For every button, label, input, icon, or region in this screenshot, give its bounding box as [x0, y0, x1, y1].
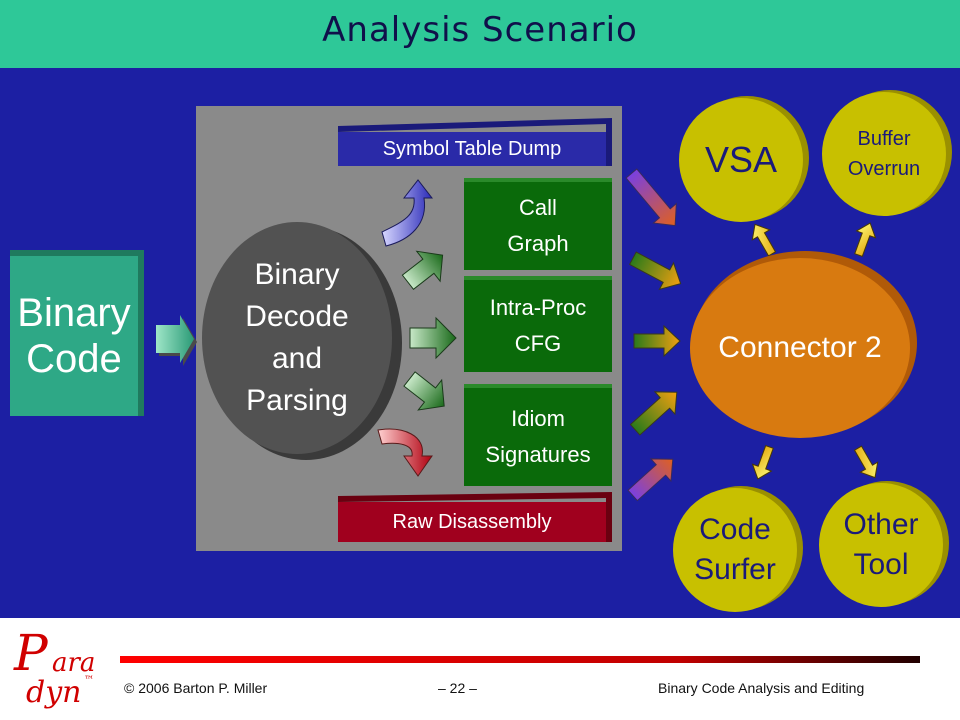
- footer-copyright: © 2006 Barton P. Miller: [124, 680, 268, 696]
- paradyn-logo-p: P: [14, 624, 48, 682]
- symbol-table-edge: [338, 118, 612, 166]
- code-surfer-circle: Code Surfer: [673, 488, 797, 612]
- footer-page-number: – 22 –: [438, 680, 477, 696]
- curved-down-arrow-icon: [377, 428, 433, 477]
- tool-link-arrow-icon: [854, 222, 877, 258]
- symbol-to-connector-arrow: [625, 168, 677, 227]
- tool-link-arrow-icon: [751, 444, 774, 480]
- paradyn-logo-dyn: dyn: [26, 675, 82, 710]
- tool-link-arrow-icon: [853, 445, 879, 479]
- paradyn-logo-ara: ara: [52, 648, 96, 678]
- vsa-circle: VSA: [679, 98, 803, 222]
- other-tool-circle: Other Tool: [819, 483, 943, 607]
- binary-to-decoder-arrow: [156, 315, 197, 366]
- tool-link-arrow-icon: [751, 223, 777, 257]
- decoder-circle: Binary Decode and Parsing: [202, 222, 392, 454]
- title-bar: [0, 0, 960, 68]
- connector-circle: Connector 2: [690, 258, 910, 438]
- callgraph-to-connector-arrow: [628, 251, 682, 291]
- binary-code-box: Binary Code: [10, 256, 138, 416]
- paradyn-logo-tm: ™: [84, 675, 94, 686]
- symbol-table-box: Symbol Table Dump: [338, 132, 606, 166]
- decoder-to-idiom-arrow: [403, 371, 445, 411]
- slide-title: Analysis Scenario: [322, 10, 638, 50]
- idiom-box: Idiom Signatures: [464, 384, 612, 486]
- cfg-to-connector-arrow: [633, 324, 681, 358]
- footer-area: [0, 618, 960, 720]
- cfg-box: Intra-Proc CFG: [464, 276, 612, 372]
- buffer-overrun-circle: Buffer Overrun: [822, 92, 946, 216]
- idiom-to-connector-arrow: [629, 391, 678, 436]
- curved-up-arrow-icon: [381, 179, 434, 247]
- raw-to-connector-arrow: [627, 458, 674, 502]
- raw-disassembly-edge: [338, 492, 612, 542]
- raw-disassembly-box: Raw Disassembly: [338, 502, 606, 542]
- decoder-to-cfg-arrow: [409, 316, 457, 360]
- decoder-to-callgraph-arrow: [401, 250, 444, 291]
- call-graph-box: Call Graph: [464, 178, 612, 270]
- footer-topic: Binary Code Analysis and Editing: [658, 680, 865, 696]
